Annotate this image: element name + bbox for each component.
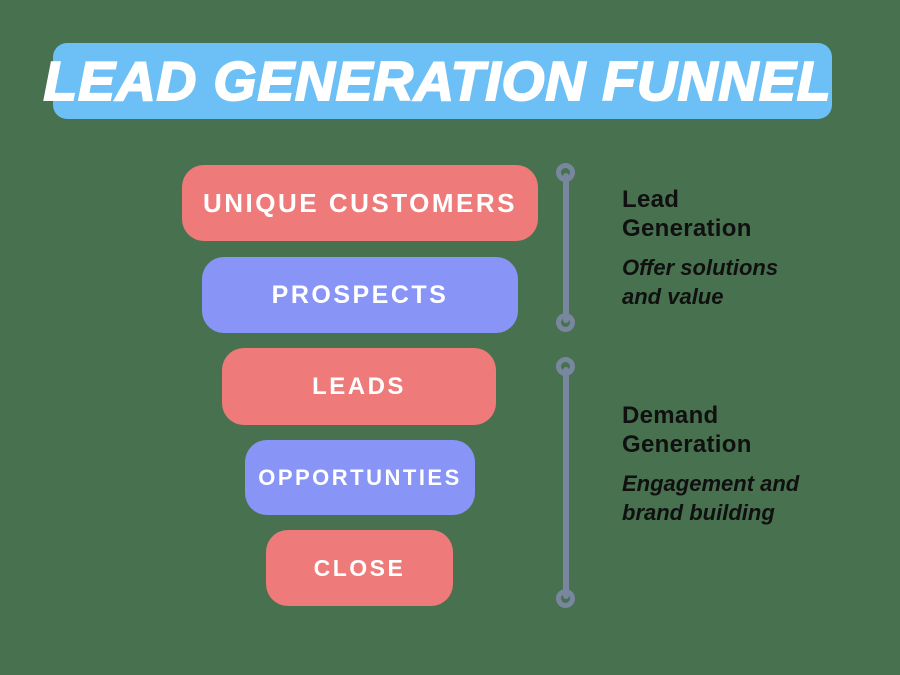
timeline-dot-icon [556, 313, 575, 332]
funnel-stage-unique-customers: UNIQUE CUSTOMERS [182, 165, 538, 241]
funnel-stage-label: PROSPECTS [271, 280, 449, 309]
annotation-subtext: Offer solutions and value [622, 254, 779, 310]
annotation-heading: Lead Generation [622, 186, 752, 242]
header-banner: LEAD GENERATION FUNNEL [43, 43, 832, 119]
timeline-segment-lead-generation [563, 173, 569, 323]
timeline-dot-icon [556, 589, 575, 608]
timeline-segment-demand-generation [563, 367, 569, 599]
timeline-dot-icon [556, 163, 575, 182]
annotation-heading: Demand Generation [622, 402, 752, 458]
page-title: LEAD GENERATION FUNNEL [43, 49, 832, 113]
annotation-subtext: Engagement and brand building [622, 470, 800, 526]
funnel-stage-prospects: PROSPECTS [202, 257, 518, 333]
funnel-stage-label: CLOSE [313, 554, 406, 581]
funnel-stage-close: CLOSE [266, 530, 453, 606]
funnel-stage-label: OPPORTUNTIES [258, 464, 462, 490]
funnel-stage-label: LEADS [312, 372, 406, 400]
funnel-stage-label: UNIQUE CUSTOMERS [203, 187, 517, 218]
timeline-dot-icon [556, 357, 575, 376]
funnel-stage-leads: LEADS [222, 348, 496, 425]
funnel-stage-opportunties: OPPORTUNTIES [245, 440, 475, 515]
annotation-lead-generation: Lead Generation Offer solutions and valu… [622, 186, 862, 312]
annotation-demand-generation: Demand Generation Engagement and brand b… [622, 402, 862, 528]
